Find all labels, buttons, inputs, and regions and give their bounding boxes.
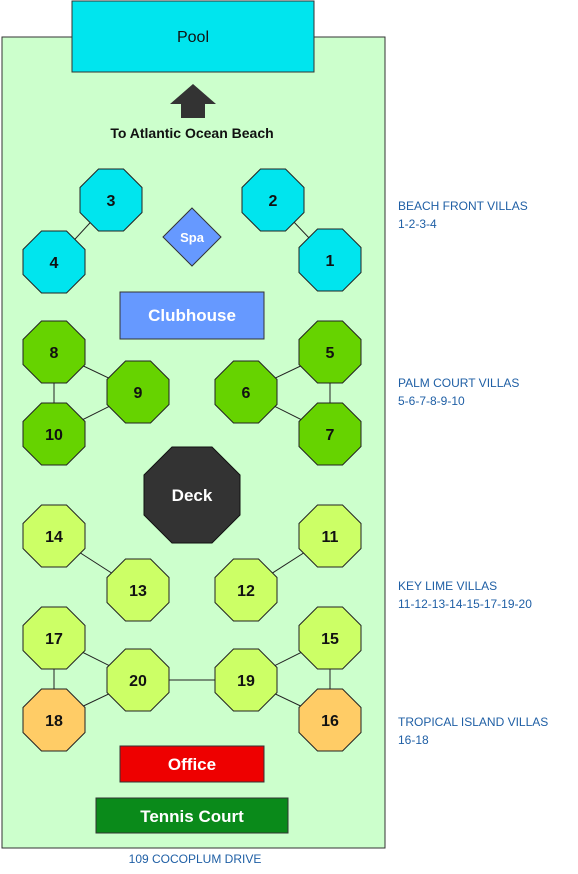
villa-shape <box>79 168 143 232</box>
pool[interactable] <box>71 0 315 73</box>
beach-direction-label: To Atlantic Ocean Beach <box>110 125 273 141</box>
group-key-lime: KEY LIME VILLAS 11-12-13-14-15-17-19-20 <box>398 577 532 613</box>
group-tropical-island: TROPICAL ISLAND VILLAS 16-18 <box>398 713 548 749</box>
villa-number: 8 <box>50 345 59 362</box>
villa-number: 9 <box>134 385 143 402</box>
tennis-court-label: Tennis Court <box>140 807 244 826</box>
villa-number: 10 <box>45 427 63 444</box>
villa-11[interactable]: 11 <box>298 504 362 568</box>
villa-8[interactable]: 8 <box>22 320 86 384</box>
villa-18[interactable]: 18 <box>22 688 86 752</box>
spa-label: Spa <box>180 230 205 245</box>
villa-shape <box>22 606 86 670</box>
villa-number: 4 <box>50 255 59 272</box>
villa-5[interactable]: 5 <box>298 320 362 384</box>
group-villas: 16-18 <box>398 733 429 747</box>
villa-shape <box>106 558 170 622</box>
villa-6[interactable]: 6 <box>214 360 278 424</box>
villa-shape <box>22 320 86 384</box>
group-beach-front: BEACH FRONT VILLAS 1-2-3-4 <box>398 197 528 233</box>
villa-number: 16 <box>321 713 339 730</box>
villa-number: 19 <box>237 673 255 690</box>
villa-20[interactable]: 20 <box>106 648 170 712</box>
villa-shape <box>214 648 278 712</box>
villa-shape <box>241 168 305 232</box>
villa-7[interactable]: 7 <box>298 402 362 466</box>
group-villas: 11-12-13-14-15-17-19-20 <box>398 597 532 611</box>
villa-9[interactable]: 9 <box>106 360 170 424</box>
villa-19[interactable]: 19 <box>214 648 278 712</box>
group-name: PALM COURT VILLAS <box>398 376 520 390</box>
villa-14[interactable]: 14 <box>22 504 86 568</box>
group-name: BEACH FRONT VILLAS <box>398 199 528 213</box>
villa-number: 6 <box>242 385 251 402</box>
up-arrow-icon <box>170 84 216 118</box>
villa-number: 20 <box>129 673 147 690</box>
villa-number: 14 <box>45 529 63 546</box>
office-label: Office <box>168 755 216 774</box>
villa-10[interactable]: 10 <box>22 402 86 466</box>
villa-shape <box>22 402 86 466</box>
group-villas: 5-6-7-8-9-10 <box>398 394 465 408</box>
villa-shape <box>298 504 362 568</box>
villa-number: 1 <box>326 253 335 270</box>
villa-number: 12 <box>237 583 255 600</box>
group-name: KEY LIME VILLAS <box>398 579 498 593</box>
villa-3[interactable]: 3 <box>79 168 143 232</box>
deck[interactable] <box>143 446 241 544</box>
villa-shape <box>298 320 362 384</box>
villa-number: 13 <box>129 583 147 600</box>
villa-shape <box>106 360 170 424</box>
clubhouse[interactable] <box>119 291 265 340</box>
deck-label: Deck <box>172 486 213 505</box>
villa-shape <box>106 648 170 712</box>
villa-1[interactable]: 1 <box>298 228 362 292</box>
group-palm-court: PALM COURT VILLAS 5-6-7-8-9-10 <box>398 374 519 410</box>
clubhouse-label: Clubhouse <box>148 306 236 325</box>
villa-12[interactable]: 12 <box>214 558 278 622</box>
villa-shape <box>22 230 86 294</box>
address: 109 COCOPLUM DRIVE <box>128 852 262 866</box>
villa-shape <box>298 228 362 292</box>
villa-shape <box>298 688 362 752</box>
villa-number: 3 <box>107 193 116 210</box>
villa-shape <box>298 402 362 466</box>
villa-shape <box>298 606 362 670</box>
villa-15[interactable]: 15 <box>298 606 362 670</box>
pool-label: Pool <box>177 29 209 46</box>
villa-shape <box>22 688 86 752</box>
office[interactable] <box>119 745 265 783</box>
villa-number: 18 <box>45 713 63 730</box>
villa-shape <box>214 558 278 622</box>
villa-number: 15 <box>321 631 339 648</box>
spa[interactable] <box>162 207 222 267</box>
villa-number: 7 <box>326 427 335 444</box>
villa-2[interactable]: 2 <box>241 168 305 232</box>
villa-number: 5 <box>326 345 335 362</box>
villa-number: 17 <box>45 631 63 648</box>
villa-4[interactable]: 4 <box>22 230 86 294</box>
villa-16[interactable]: 16 <box>298 688 362 752</box>
villa-number: 2 <box>269 193 278 210</box>
villa-shape <box>214 360 278 424</box>
villa-17[interactable]: 17 <box>22 606 86 670</box>
villa-number: 11 <box>322 529 339 546</box>
tennis-court[interactable] <box>95 797 289 834</box>
group-villas: 1-2-3-4 <box>398 217 437 231</box>
group-name: TROPICAL ISLAND VILLAS <box>398 715 549 729</box>
villa-13[interactable]: 13 <box>106 558 170 622</box>
villa-shape <box>22 504 86 568</box>
